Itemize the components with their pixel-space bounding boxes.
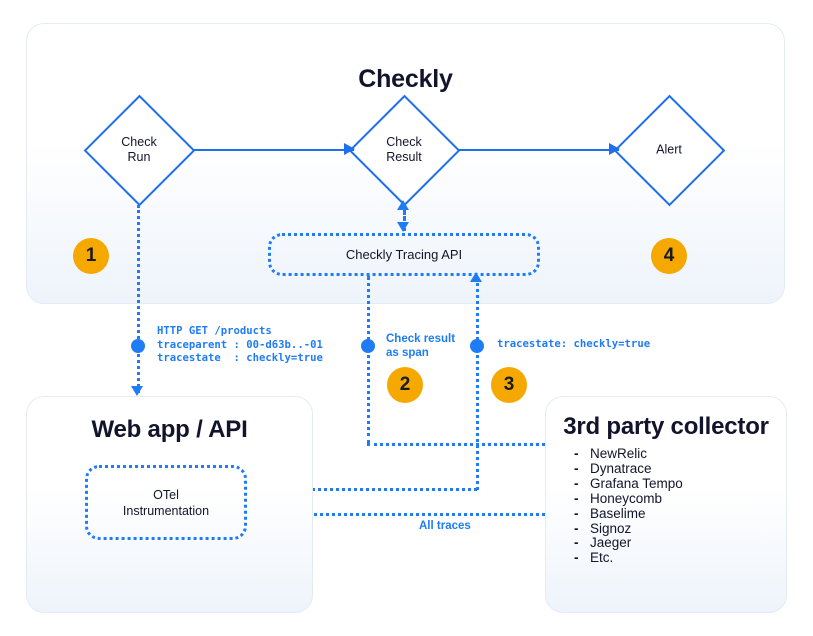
- node-dot-1: [131, 339, 145, 353]
- node-dot-3: [470, 339, 484, 353]
- list-item-label: Grafana Tempo: [590, 475, 683, 491]
- list-item: -Honeycomb: [574, 490, 683, 507]
- collector-list: -NewRelic -Dynatrace -Grafana Tempo -Hon…: [574, 446, 683, 566]
- webapp-panel-title: Web app / API: [91, 416, 248, 443]
- otel-label-line1: OTel: [153, 487, 179, 502]
- list-item-label: Honeycomb: [590, 490, 663, 506]
- annotation-tracestate: tracestate: checkly=true: [497, 338, 651, 350]
- bullet-dash: -: [574, 520, 579, 536]
- arrow-up-to-tracing-api-icon: [470, 272, 482, 282]
- node-label-line1: Check: [121, 135, 157, 149]
- bullet-dash: -: [574, 535, 579, 551]
- list-item-label: Jaeger: [590, 535, 632, 551]
- step-badge-2: 2: [387, 367, 423, 403]
- node-label-line1: Alert: [656, 142, 682, 157]
- node-check-result-label: Check Result: [348, 135, 460, 165]
- connector-result-to-alert: [459, 149, 619, 152]
- list-item: -Dynatrace: [574, 460, 683, 477]
- list-item-label: NewRelic: [590, 446, 648, 461]
- otel-instrumentation-box: OTel Instrumentation: [85, 465, 247, 540]
- checkly-tracing-api-label: Checkly Tracing API: [345, 246, 463, 262]
- annotation-http-request: HTTP GET /products traceparent : 00-d63b…: [157, 325, 323, 364]
- bullet-dash: -: [574, 475, 579, 491]
- list-item-label: Signoz: [590, 520, 632, 536]
- connector-flow3-up: [476, 278, 479, 490]
- arrow-run-to-result-icon: [344, 143, 355, 155]
- step-badge-1: 1: [73, 238, 109, 274]
- node-label-line2: Run: [127, 150, 151, 164]
- list-item-label: Etc.: [590, 550, 614, 566]
- list-item: -Baselime: [574, 505, 683, 522]
- bullet-dash: -: [574, 490, 579, 506]
- bullet-dash: -: [574, 460, 579, 476]
- arrow-down-to-webapp-icon: [131, 386, 143, 396]
- arrow-result-to-alert-icon: [609, 143, 620, 155]
- collector-panel: 3rd party collector -NewRelic -Dynatrace…: [545, 396, 787, 613]
- node-alert: Alert: [613, 94, 725, 206]
- list-item: -Grafana Tempo: [574, 475, 683, 492]
- node-alert-label: Alert: [613, 143, 725, 158]
- collector-panel-title: 3rd party collector: [563, 413, 769, 440]
- step-badge-4: 4: [651, 238, 687, 274]
- node-dot-2: [361, 339, 375, 353]
- list-item: -Jaeger: [574, 535, 683, 551]
- connector-checkrun-to-webapp: [137, 205, 140, 393]
- node-check-result: Check Result: [348, 94, 460, 206]
- checkly-panel-title: Checkly: [358, 65, 453, 93]
- connector-otel-to-flow3: [247, 488, 477, 491]
- otel-label-line2: Instrumentation: [122, 503, 210, 518]
- node-label-line1: Check: [386, 135, 422, 149]
- list-item-label: Baselime: [590, 505, 646, 521]
- list-item: -NewRelic: [574, 446, 683, 462]
- bullet-dash: -: [574, 505, 579, 521]
- node-check-run: Check Run: [83, 94, 195, 206]
- bullet-dash: -: [574, 446, 579, 461]
- annotation-line2: as span: [386, 346, 429, 359]
- list-item: -Etc.: [574, 550, 683, 566]
- connector-tracingapi-stem: [403, 205, 406, 231]
- bullet-dash: -: [574, 550, 579, 566]
- webapp-panel: Web app / API: [26, 396, 313, 613]
- arrow-down-to-tracing-api-icon: [397, 222, 409, 232]
- connector-tracingapi-down: [367, 276, 370, 444]
- node-check-run-label: Check Run: [83, 135, 195, 165]
- annotation-all-traces: All traces: [419, 520, 471, 532]
- node-label-line2: Result: [386, 150, 422, 164]
- annotation-line1: Check result: [386, 333, 456, 345]
- connector-flow2-right: [367, 443, 575, 446]
- list-item: -Signoz: [574, 520, 683, 537]
- step-badge-3: 3: [491, 367, 527, 403]
- connector-all-traces: [247, 513, 575, 516]
- checkly-tracing-api-box: Checkly Tracing API: [268, 233, 540, 276]
- list-item-label: Dynatrace: [590, 460, 652, 476]
- connector-run-to-result: [194, 149, 354, 152]
- otel-instrumentation-label: OTel Instrumentation: [88, 487, 244, 519]
- annotation-check-result-as-span: Check result as span: [386, 333, 455, 360]
